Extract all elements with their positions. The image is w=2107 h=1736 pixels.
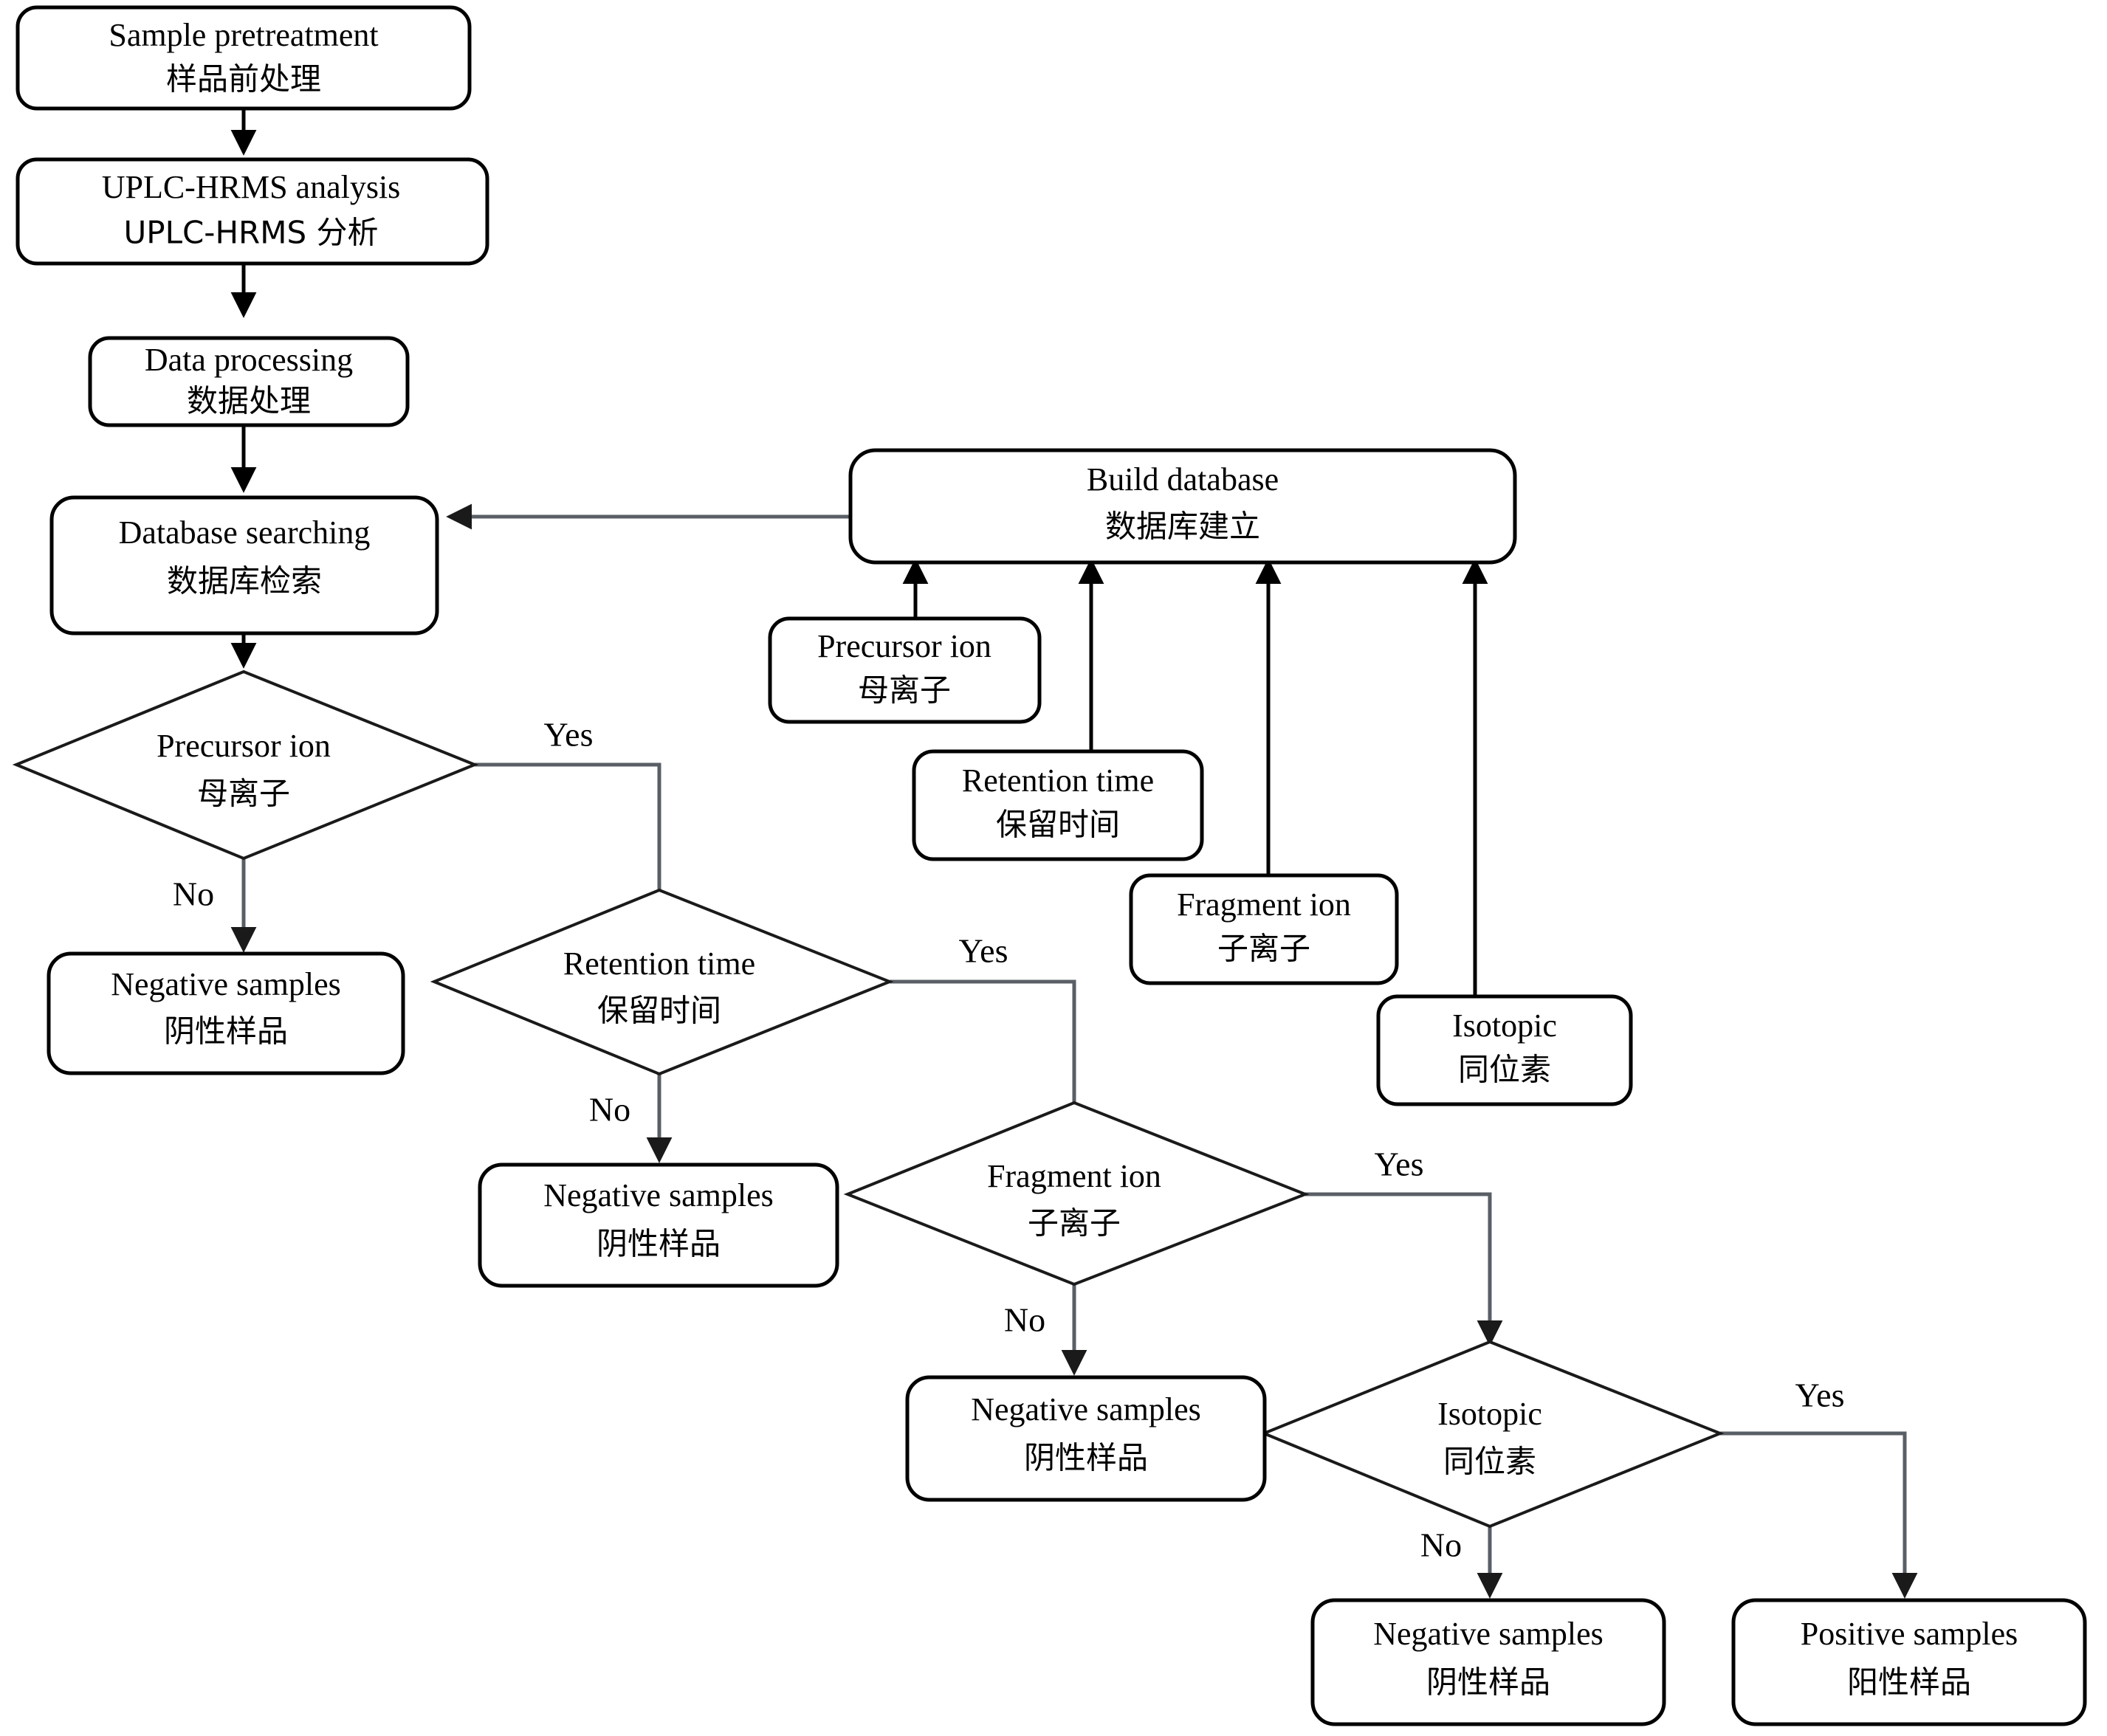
node-negative-samples-2[interactable]: Negative samples 阴性样品: [478, 1162, 839, 1288]
uplc-hrms-box[interactable]: [16, 157, 489, 266]
build-database-label-en: Build database: [1087, 461, 1279, 497]
attr-isotopic-box[interactable]: [1376, 994, 1633, 1106]
negative-samples-1-label-zh: 阴性样品: [164, 1013, 288, 1050]
attr-fragment-ion-box[interactable]: [1129, 873, 1399, 985]
edge-label-no-retention: No: [589, 1091, 630, 1129]
attr-fragment-ion-label-en: Fragment ion: [1177, 886, 1351, 923]
edges-layer: [230, 108, 1918, 1599]
node-negative-samples-3[interactable]: Negative samples 阴性样品: [905, 1375, 1267, 1502]
edge-label-no-precursor: No: [173, 875, 214, 913]
edge-precursor-yes: [475, 762, 673, 923]
attr-precursor-ion-label-zh: 母离子: [858, 672, 951, 709]
sample-pretreatment-label-zh: 样品前处理: [166, 61, 321, 97]
node-negative-samples-1[interactable]: Negative samples 阴性样品: [47, 951, 405, 1075]
decision-precursor-ion-label-zh: 母离子: [197, 776, 290, 812]
negative-samples-2-label-en: Negative samples: [543, 1177, 774, 1213]
decision-precursor-ion-diamond[interactable]: [12, 669, 479, 861]
node-decision-isotopic[interactable]: Isotopic 同位素: [1259, 1340, 1725, 1529]
decision-precursor-ion-label-en: Precursor ion: [157, 728, 331, 764]
build-database-box[interactable]: [848, 448, 1517, 565]
decision-retention-time-diamond[interactable]: [430, 888, 894, 1076]
sample-pretreatment-box[interactable]: [16, 5, 472, 111]
node-positive-samples[interactable]: Positive samples 阳性样品: [1731, 1598, 2087, 1726]
attr-precursor-ion-label-en: Precursor ion: [817, 628, 991, 664]
decision-retention-time-label-en: Retention time: [563, 946, 755, 982]
decision-fragment-ion-diamond[interactable]: [843, 1100, 1310, 1286]
negative-samples-4-box[interactable]: [1310, 1598, 1666, 1726]
negative-samples-4-label-en: Negative samples: [1373, 1616, 1604, 1652]
node-attr-isotopic[interactable]: Isotopic 同位素: [1376, 994, 1633, 1106]
decision-fragment-ion-label-zh: 子离子: [1028, 1205, 1121, 1241]
node-negative-samples-4[interactable]: Negative samples 阴性样品: [1310, 1598, 1666, 1726]
data-processing-label-zh: 数据处理: [187, 383, 311, 419]
edge-label-yes-isotopic: Yes: [1795, 1377, 1845, 1414]
attr-retention-time-label-en: Retention time: [962, 762, 1154, 799]
node-database-searching[interactable]: Database searching 数据库检索: [49, 495, 439, 636]
database-searching-box[interactable]: [49, 495, 439, 636]
node-decision-precursor-ion[interactable]: Precursor ion 母离子: [12, 669, 479, 861]
edge-isotopic-yes: [1720, 1431, 1918, 1599]
attr-retention-time-label-zh: 保留时间: [996, 807, 1120, 843]
node-decision-fragment-ion[interactable]: Fragment ion 子离子: [843, 1100, 1310, 1286]
node-attr-fragment-ion[interactable]: Fragment ion 子离子: [1129, 873, 1399, 985]
negative-samples-1-label-en: Negative samples: [111, 966, 341, 1002]
node-uplc-hrms-analysis[interactable]: UPLC-HRMS analysis UPLC-HRMS 分析: [16, 157, 489, 266]
negative-samples-3-label-en: Negative samples: [971, 1391, 1201, 1427]
edge-label-yes-retention: Yes: [959, 932, 1008, 970]
decision-fragment-ion-label-en: Fragment ion: [987, 1158, 1161, 1194]
negative-samples-4-label-zh: 阴性样品: [1426, 1664, 1550, 1701]
negative-samples-3-label-zh: 阴性样品: [1024, 1440, 1148, 1476]
decision-isotopic-label-zh: 同位素: [1443, 1444, 1536, 1480]
negative-samples-1-box[interactable]: [47, 951, 405, 1075]
positive-samples-label-en: Positive samples: [1801, 1616, 2018, 1652]
decision-isotopic-diamond[interactable]: [1259, 1340, 1725, 1529]
data-processing-label-en: Data processing: [145, 342, 353, 378]
positive-samples-label-zh: 阳性样品: [1847, 1664, 1971, 1701]
build-database-label-zh: 数据库建立: [1105, 509, 1260, 545]
attr-precursor-ion-box[interactable]: [768, 616, 1042, 724]
edge-label-no-fragment: No: [1004, 1301, 1045, 1339]
node-sample-pretreatment[interactable]: Sample pretreatment 样品前处理: [16, 5, 472, 111]
attr-fragment-ion-label-zh: 子离子: [1217, 931, 1310, 967]
node-decision-retention-time[interactable]: Retention time 保留时间: [430, 888, 894, 1076]
node-data-processing[interactable]: Data processing 数据处理: [88, 336, 410, 427]
edge-fragment-yes: [1305, 1192, 1503, 1346]
negative-samples-2-label-zh: 阴性样品: [597, 1226, 721, 1262]
attr-isotopic-label-en: Isotopic: [1452, 1008, 1557, 1044]
edge-label-yes-precursor: Yes: [544, 716, 594, 754]
node-attr-retention-time[interactable]: Retention time 保留时间: [912, 749, 1204, 861]
positive-samples-box[interactable]: [1731, 1598, 2087, 1726]
decision-isotopic-label-en: Isotopic: [1437, 1396, 1542, 1432]
data-processing-box[interactable]: [88, 336, 410, 427]
attr-isotopic-label-zh: 同位素: [1458, 1052, 1551, 1088]
decision-retention-time-label-zh: 保留时间: [597, 993, 721, 1029]
node-build-database[interactable]: Build database 数据库建立: [848, 448, 1517, 565]
sample-pretreatment-label-en: Sample pretreatment: [109, 17, 378, 53]
edge-label-no-isotopic: No: [1420, 1526, 1462, 1564]
attr-retention-time-box[interactable]: [912, 749, 1204, 861]
node-attr-precursor-ion[interactable]: Precursor ion 母离子: [768, 616, 1042, 724]
edge-labels-layer: Yes No Yes No Yes No Yes No: [173, 716, 1845, 1564]
edge-label-yes-fragment: Yes: [1375, 1146, 1424, 1183]
database-searching-label-en: Database searching: [119, 514, 371, 551]
negative-samples-3-box[interactable]: [905, 1375, 1267, 1502]
uplc-hrms-label-en: UPLC-HRMS analysis: [102, 169, 401, 205]
database-searching-label-zh: 数据库检索: [167, 563, 322, 599]
uplc-hrms-label-zh: UPLC-HRMS 分析: [124, 215, 379, 251]
negative-samples-2-box[interactable]: [478, 1162, 839, 1288]
edge-retention-yes: [890, 979, 1087, 1134]
